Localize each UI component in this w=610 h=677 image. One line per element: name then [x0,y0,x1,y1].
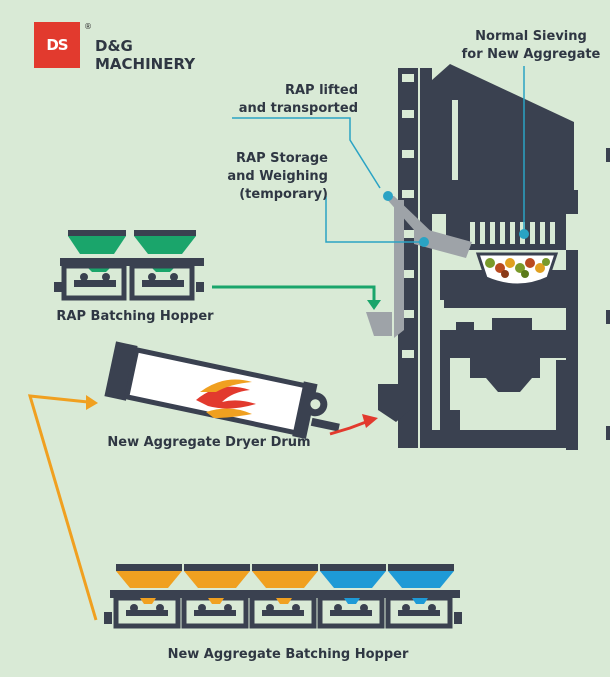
rap-batching-hopper [54,230,204,301]
label-dryer-drum: New Aggregate Dryer Drum [107,435,311,450]
leader-dot-sieve [519,229,529,239]
label-normal-sieving: Normal Sieving for New Aggregate [461,29,601,62]
leader-lines [232,66,525,243]
registered-mark: ® [84,22,92,31]
aggregate-bowl [475,252,559,287]
dryer-discharge-arrow [329,414,378,436]
brand-name: D&G MACHINERY [95,37,195,73]
mixing-tower [378,64,610,450]
brand-line2: MACHINERY [95,55,196,73]
aggregate-feed-line [27,394,98,621]
brand-mark: DS [46,36,68,54]
leader-dot-lift [383,191,393,201]
label-rap-lifted: RAP lifted and transported [238,83,358,116]
brand-line1: D&G [95,37,133,55]
label-new-aggregate-hopper: New Aggregate Batching Hopper [167,647,409,662]
label-rap-batching-hopper: RAP Batching Hopper [56,309,214,324]
new-aggregate-batching-hopper [104,564,462,629]
leader-dot-storage [419,237,429,247]
flame-icon [196,379,256,418]
rap-feed-arrow [212,285,381,310]
rap-elevator [366,196,472,338]
label-rap-storage: RAP Storage and Weighing (temporary) [227,151,328,202]
brand-logo: DS [34,22,80,68]
